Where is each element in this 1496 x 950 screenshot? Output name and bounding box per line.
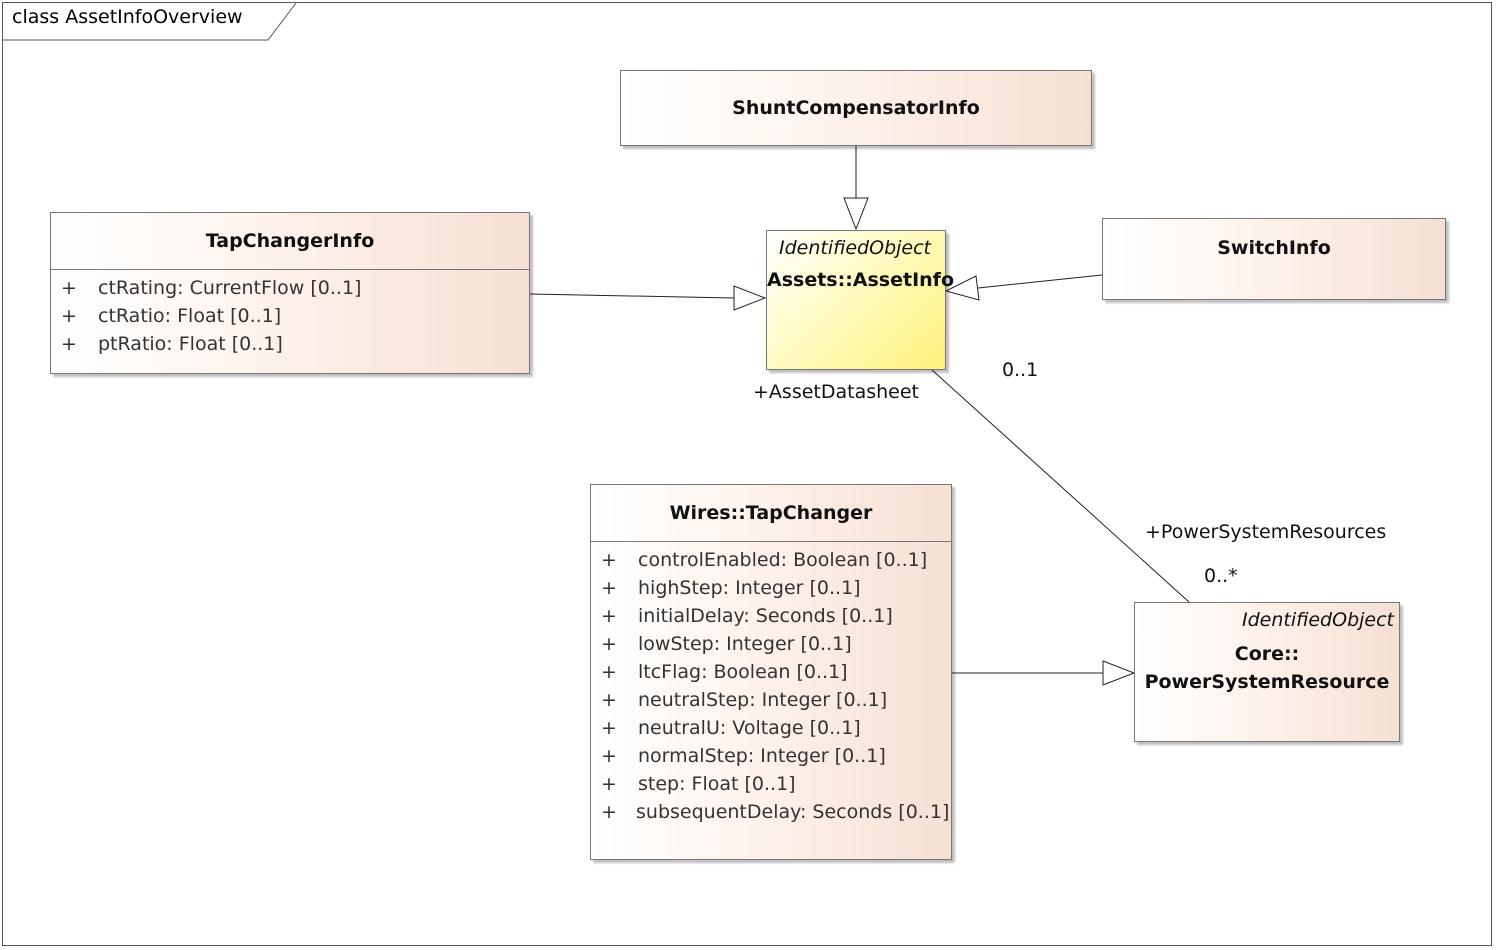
attribute-row: + ctRatio: Float [0..1] [51,302,529,330]
attribute-row: + subsequentDelay: Seconds [0..1] [591,798,951,826]
attribute-text: step: Float [0..1] [638,773,796,795]
class-stereotype: IdentifiedObject [778,237,931,259]
generalization-tapchanger-arrowhead [1102,660,1136,686]
attribute-list: + controlEnabled: Boolean [0..1] + highSte… [591,542,951,826]
visibility-marker: + [61,305,77,327]
class-power-system-resource[interactable]: IdentifiedObject Core:: PowerSystemResou… [1134,602,1400,742]
association-line [931,369,1190,603]
attribute-row: + normalStep: Integer [0..1] [591,742,951,770]
attribute-text: ltcFlag: Boolean [0..1] [638,661,848,683]
attribute-row: + ctRating: CurrentFlow [0..1] [51,274,529,302]
association-role-psr: +PowerSystemResources [1145,521,1387,543]
class-name: ShuntCompensatorInfo [732,97,980,119]
frame-title-tab [3,2,297,41]
class-name: Wires::TapChanger [669,502,873,524]
visibility-marker: + [601,773,617,795]
attribute-row: + step: Float [0..1] [591,770,951,798]
visibility-marker: + [601,717,617,739]
attribute-row: + highStep: Integer [0..1] [591,574,951,602]
visibility-marker: + [601,661,617,683]
attribute-text: normalStep: Integer [0..1] [638,745,886,767]
association-role-asset: +AssetDatasheet [753,381,919,403]
generalization-tapchangerinfo-line [529,293,735,299]
visibility-marker: + [61,277,77,299]
class-name: Assets::AssetInfo [767,269,955,291]
class-tap-changer-info[interactable]: TapChangerInfo + ctRating: CurrentFlow [0… [50,212,530,374]
attribute-list: + ctRating: CurrentFlow [0..1] + ctRatio: … [51,270,529,358]
attribute-text: controlEnabled: Boolean [0..1] [638,549,928,571]
class-name: PowerSystemResource [1144,671,1390,693]
association-multiplicity-asset: 0..1 [1002,359,1039,381]
attribute-row: + lowStep: Integer [0..1] [591,630,951,658]
attribute-text: ctRatio: Float [0..1] [98,305,282,327]
attribute-row: + neutralU: Voltage [0..1] [591,714,951,742]
visibility-marker: + [601,549,617,571]
attribute-text: lowStep: Integer [0..1] [638,633,852,655]
attribute-text: ptRatio: Float [0..1] [98,333,283,355]
attribute-text: highStep: Integer [0..1] [638,577,861,599]
class-name: TapChangerInfo [205,230,375,252]
visibility-marker: + [601,605,617,627]
frame-title: class AssetInfoOverview [12,6,243,28]
class-shunt-compensator-info[interactable]: ShuntCompensatorInfo [620,70,1092,146]
attribute-text: ctRating: CurrentFlow [0..1] [98,277,362,299]
visibility-marker: + [601,745,617,767]
class-name-namespace: Core:: [1234,643,1300,665]
generalization-switchinfo-line [977,274,1103,289]
generalization-tapchangerinfo-arrowhead [733,285,767,311]
visibility-marker: + [61,333,77,355]
visibility-marker: + [601,577,617,599]
class-asset-info[interactable]: IdentifiedObject Assets::AssetInfo [766,230,955,370]
class-header: TapChangerInfo [51,213,529,270]
attribute-row: + ptRatio: Float [0..1] [51,330,529,358]
class-tap-changer[interactable]: Wires::TapChanger + controlEnabled: Boole… [590,484,952,860]
class-header: Wires::TapChanger [591,485,951,542]
visibility-marker: + [601,689,617,711]
attribute-text: neutralStep: Integer [0..1] [638,689,888,711]
visibility-marker: + [601,801,617,823]
attribute-text: initialDelay: Seconds [0..1] [638,605,893,627]
class-switch-info[interactable]: SwitchInfo [1102,218,1446,300]
attribute-row: + ltcFlag: Boolean [0..1] [591,658,951,686]
visibility-marker: + [601,633,617,655]
attribute-text: subsequentDelay: Seconds [0..1] [636,801,950,823]
class-stereotype: IdentifiedObject [1241,609,1394,631]
attribute-row: + neutralStep: Integer [0..1] [591,686,951,714]
attribute-text: neutralU: Voltage [0..1] [638,717,861,739]
attribute-row: + controlEnabled: Boolean [0..1] [591,546,951,574]
association-multiplicity-psr: 0..* [1204,565,1238,587]
generalization-switchinfo-arrowhead [944,275,980,301]
class-name: SwitchInfo [1217,237,1331,259]
generalization-shunt-arrowhead [843,197,869,231]
attribute-row: + initialDelay: Seconds [0..1] [591,602,951,630]
